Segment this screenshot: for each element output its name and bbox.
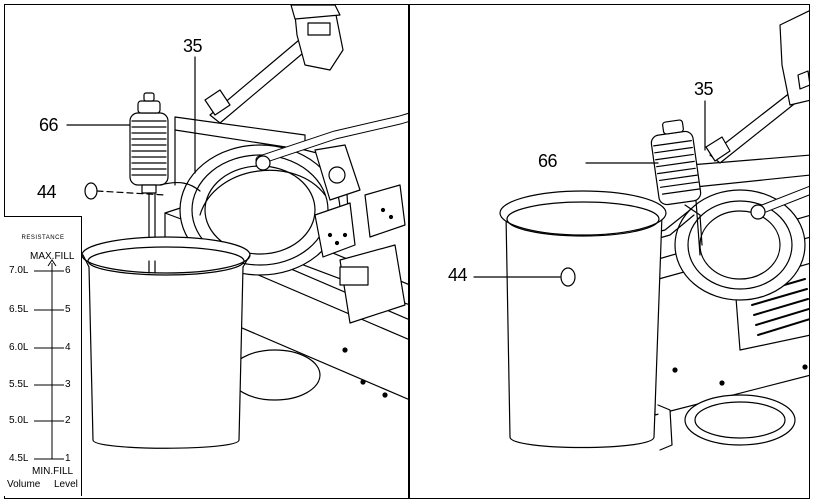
scale-volume: 5.5L	[9, 379, 29, 390]
callout-44: 44	[37, 182, 57, 202]
callout-66: 66	[39, 115, 59, 135]
flywheel-housing	[674, 189, 806, 301]
footrest	[314, 202, 356, 258]
right-illustration	[473, 10, 809, 451]
scale-level: 1	[65, 453, 71, 464]
scale-max-label: MAX.FILL	[30, 251, 75, 262]
scale-volume: 4.5L	[9, 453, 29, 464]
monitor	[294, 9, 344, 71]
scale-level: 6	[65, 265, 71, 276]
scale-title: RESISTANCE	[21, 235, 65, 241]
scale-level: 5	[65, 304, 71, 315]
monitor	[779, 10, 809, 106]
scale-graphic	[34, 259, 64, 460]
scale-level-header: Level	[54, 479, 78, 490]
left-illustration	[66, 5, 408, 449]
monitor-arm	[209, 34, 316, 124]
callout-35: 35	[694, 79, 714, 99]
plug	[560, 267, 576, 287]
scale-volume: 6.0L	[9, 342, 29, 353]
plug	[84, 182, 98, 200]
callout-66: 66	[538, 151, 558, 171]
water-tank	[81, 236, 251, 449]
top-rail	[689, 154, 809, 188]
callout-35: 35	[183, 36, 203, 56]
scale-level: 4	[65, 342, 71, 353]
scale-volume: 6.5L	[9, 304, 29, 315]
scale-volume-header: Volume	[7, 479, 41, 490]
right-panel: 35 66 44	[409, 4, 810, 499]
scale-volume: 5.0L	[9, 415, 29, 426]
water-tank	[499, 190, 673, 451]
scale-min-label: MIN.FILL	[32, 466, 74, 477]
resistance-scale: RESISTANCE MAX.FILL 7.0L 6 6.5L 5 6.0L 4…	[4, 216, 82, 496]
callout-44: 44	[448, 265, 468, 285]
scale-volume: 7.0L	[9, 265, 29, 276]
scale-level: 3	[65, 379, 71, 390]
scale-level: 2	[65, 415, 71, 426]
